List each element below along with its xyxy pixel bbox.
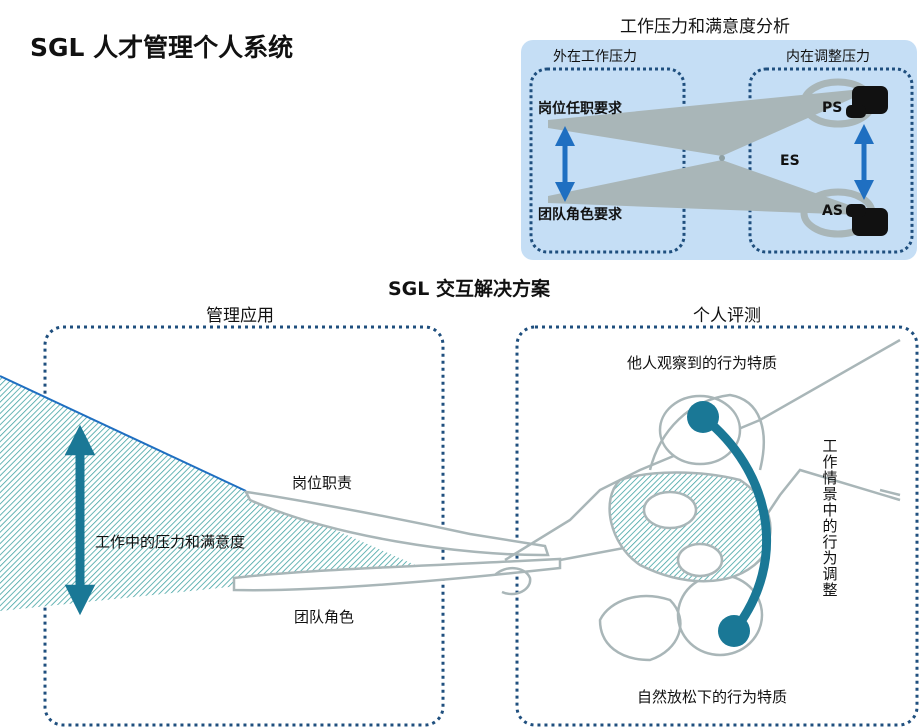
ps-label: PS xyxy=(822,100,843,116)
individual-title: 个人评测 xyxy=(693,306,761,326)
page-title: SGL 人才管理个人系统 xyxy=(30,33,294,62)
arc-end-top xyxy=(687,401,719,433)
job-duty-label: 岗位职责 xyxy=(292,474,353,492)
external-pressure-title: 外在工作压力 xyxy=(553,49,637,65)
job-requirement-label: 岗位任职要求 xyxy=(538,101,622,117)
es-label: ES xyxy=(780,153,800,169)
observed-behavior-label: 他人观察到的行为特质 xyxy=(627,354,778,372)
section-title: SGL 交互解决方案 xyxy=(388,278,551,300)
team-role-label: 团队角色 xyxy=(294,608,355,626)
external-pressure-box xyxy=(529,67,686,254)
management-title: 管理应用 xyxy=(206,306,274,326)
hand-icon xyxy=(846,86,888,118)
individual-box xyxy=(515,325,919,727)
small-scissors-icon xyxy=(548,78,876,238)
hand-icon-lower xyxy=(846,204,888,236)
behavior-arc xyxy=(698,412,772,636)
as-label: AS xyxy=(822,203,843,219)
internal-adjustment-box xyxy=(748,67,914,254)
large-scissors-icon xyxy=(232,338,901,662)
pressure-satisfaction-label: 工作中的压力和满意度 xyxy=(95,533,246,551)
behavior-adjustment-label: 工作情景中的行为调整 xyxy=(822,437,838,599)
internal-pressure-title: 内在调整压力 xyxy=(786,49,870,65)
stress-analysis-title: 工作压力和满意度分析 xyxy=(620,17,790,37)
natural-behavior-label: 自然放松下的行为特质 xyxy=(637,688,788,706)
team-role-requirement-label: 团队角色要求 xyxy=(538,207,622,223)
pressure-wedge xyxy=(0,376,420,611)
arc-end-bottom xyxy=(718,615,750,647)
wedge-edge xyxy=(0,375,247,492)
